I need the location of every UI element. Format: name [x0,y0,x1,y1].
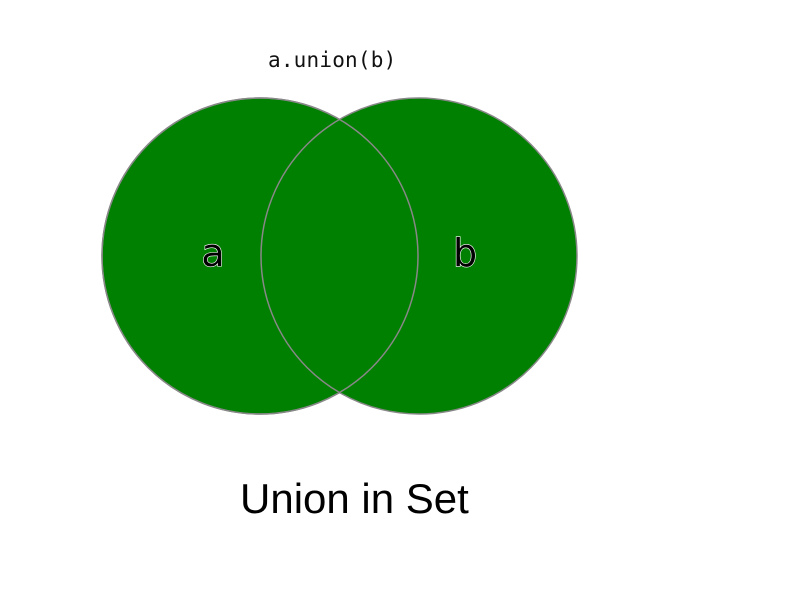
set-b-circle [260,97,578,415]
operation-label: a.union(b) [268,48,397,72]
set-b-label: b [453,231,477,275]
diagram-caption: Union in Set [240,475,469,522]
set-a-outline [101,97,419,415]
set-a-label: a [201,231,224,275]
